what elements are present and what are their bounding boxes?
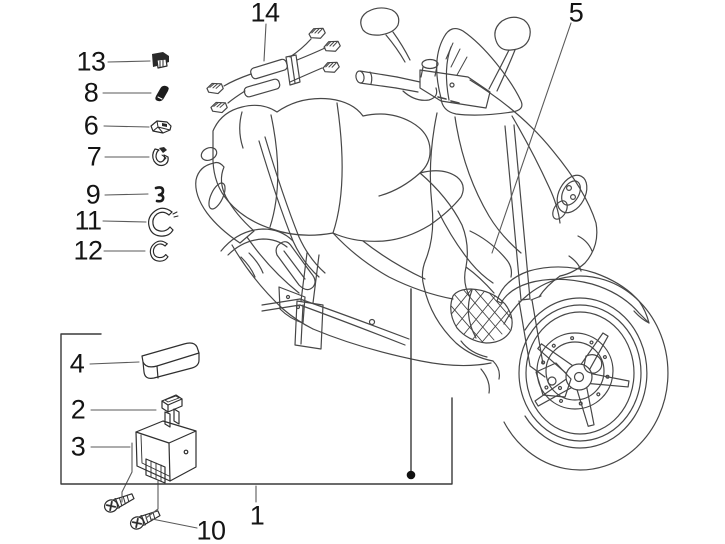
hook-clip-icon	[154, 186, 165, 203]
clamp-ring-large-icon	[148, 207, 179, 237]
leader-line-6	[103, 125, 150, 128]
leader-line-13	[107, 60, 151, 63]
fuse-box-cover-icon	[141, 342, 200, 379]
leader-line-4	[89, 361, 140, 365]
cable-clip-icon	[152, 52, 169, 69]
harness-connector-icon	[209, 100, 229, 115]
callout-label-9: 9	[85, 179, 101, 210]
small-part-icons	[148, 52, 179, 262]
windshield	[436, 27, 523, 116]
callout-label-13: 13	[76, 46, 106, 77]
leader-line-11	[102, 220, 147, 223]
callout-label-2: 2	[70, 394, 86, 425]
callout-label-10: 10	[196, 515, 226, 544]
scooter-illustration	[195, 7, 669, 471]
front-fork	[504, 124, 572, 398]
callout-label-6: 6	[83, 110, 99, 141]
callout-label-1: 1	[249, 500, 265, 531]
callout-label-8: 8	[83, 77, 99, 108]
clamp-ring-small-icon	[149, 240, 169, 262]
front-fender	[496, 266, 650, 324]
callout-label-14: 14	[250, 0, 280, 28]
leader-line-14	[263, 23, 267, 62]
callout-label-3: 3	[70, 431, 86, 462]
callout-label-11: 11	[74, 205, 102, 236]
callout-label-5: 5	[568, 0, 584, 28]
group-bracket	[60, 288, 453, 485]
callout-label-12: 12	[73, 235, 103, 266]
callout-leader-lines	[89, 22, 572, 529]
wheel-spokes	[534, 332, 630, 427]
mirror-right	[488, 16, 531, 92]
front-wheel	[503, 275, 669, 471]
wiring-harness-drawing	[205, 25, 342, 115]
headlight	[552, 174, 588, 220]
callout-label-4: 4	[69, 348, 85, 379]
leader-line-10	[151, 518, 198, 529]
fuse-box-group	[101, 342, 200, 533]
callout-label-7: 7	[86, 141, 102, 172]
fuse-box-body-icon	[135, 420, 197, 484]
location-marker-dot	[406, 470, 416, 480]
air-grille-crosshatch	[450, 289, 513, 343]
connector-clip-icon	[150, 120, 172, 134]
leader-line-9	[104, 193, 149, 196]
seat	[212, 97, 464, 242]
mounting-screw-icon	[101, 489, 137, 516]
handlebar	[355, 58, 491, 109]
grab-rail	[195, 146, 255, 244]
floorboard	[261, 252, 410, 350]
rivet-pin-icon	[155, 85, 169, 102]
harness-connector-icon	[205, 81, 225, 96]
leader-line-5	[491, 22, 572, 254]
harness-connector-icon	[321, 59, 341, 76]
blade-fuse-icon	[161, 394, 183, 428]
harness-connector-icon	[322, 38, 342, 55]
mirror-left	[360, 7, 411, 63]
rear-bodywork	[220, 136, 492, 367]
clamp-clip-icon	[152, 147, 169, 167]
lower-fairing	[423, 286, 513, 394]
